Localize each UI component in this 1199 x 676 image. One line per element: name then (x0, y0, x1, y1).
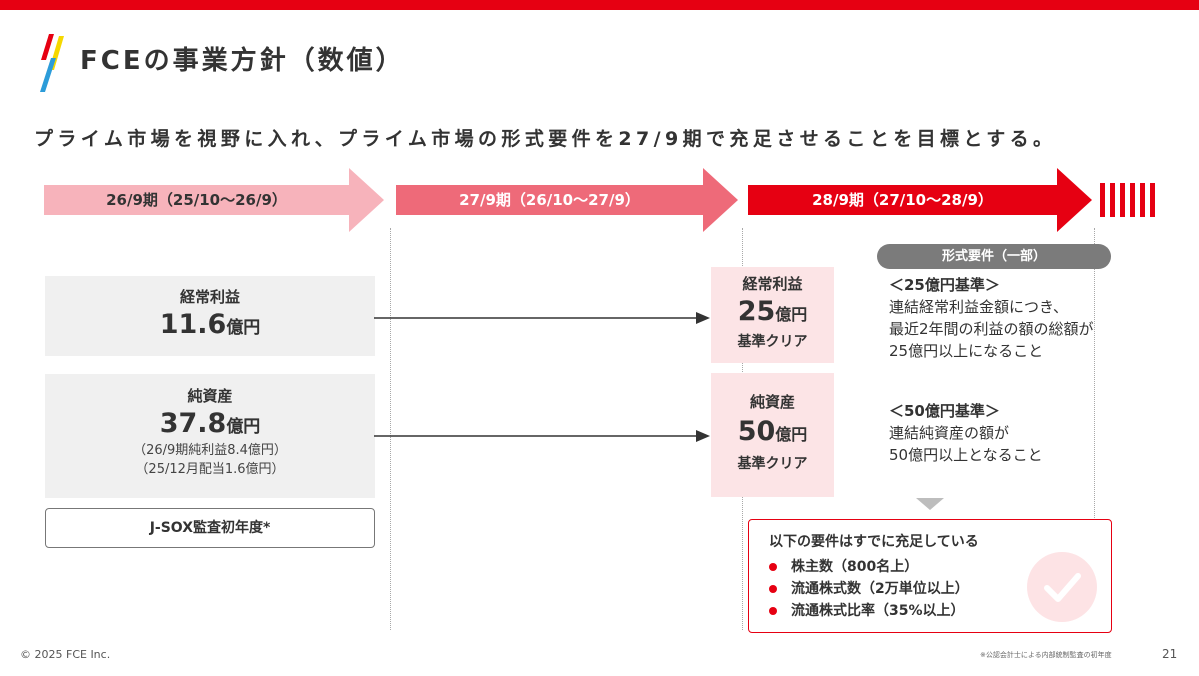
period-label: 27/9期（26/10〜27/9） (459, 191, 640, 209)
satisfied-requirements-box: 以下の要件はすでに充足している 株主数（800名上） 流通株式数（2万単位以上）… (748, 519, 1112, 633)
bullet-icon (769, 585, 777, 593)
down-triangle-icon (916, 498, 944, 510)
list-item: 流通株式比率（35%以上） (769, 600, 969, 622)
period-label: 26/9期（25/10〜26/9） (106, 191, 287, 209)
list-item: 流通株式数（2万単位以上） (769, 578, 969, 600)
stripes-icon (1100, 183, 1158, 221)
period-arrow-26-9: 26/9期（25/10〜26/9） (44, 168, 384, 232)
requirement-line: 25億円以上になること (889, 342, 1044, 360)
requirement-heading: ＜25億円基準＞ (889, 276, 1000, 294)
page-subtitle: プライム市場を視野に入れ、プライム市場の形式要件を27/9期で充足させることを目… (34, 128, 1057, 150)
requirement-line: 50億円以上となること (889, 446, 1043, 464)
profit-requirement: ＜25億円基準＞ 連結経常利益金額につき、 最近2年間の利益の額の総額が 25億… (889, 274, 1094, 362)
target-profit-status: 基準クリア (737, 334, 808, 350)
requirement-line: 連結経常利益金額につき、 (889, 298, 1068, 316)
target-assets-value: 50億円 (737, 416, 808, 447)
period-divider (390, 228, 391, 630)
current-assets-value: 37.8億円 (159, 408, 261, 439)
period-label: 28/9期（27/10〜28/9） (812, 191, 993, 209)
target-assets-panel: 純資産 50億円 基準クリア (711, 373, 834, 497)
assets-note: （25/12月配当1.6億円） (135, 462, 285, 477)
current-assets-label: 純資産 (187, 387, 233, 405)
requirements-pill: 形式要件（一部） (877, 244, 1111, 269)
current-assets-panel: 純資産 37.8億円 （26/9期純利益8.4億円） （25/12月配当1.6億… (45, 374, 375, 498)
copyright: © 2025 FCE Inc. (20, 648, 111, 661)
target-profit-label: 経常利益 (742, 275, 803, 293)
target-profit-value: 25億円 (737, 296, 808, 327)
satisfied-list: 株主数（800名上） 流通株式数（2万単位以上） 流通株式比率（35%以上） (769, 556, 969, 622)
current-profit-panel: 経常利益 11.6億円 (45, 276, 375, 356)
page-number: 21 (1162, 647, 1178, 661)
assets-note: （26/9期純利益8.4億円） (133, 443, 287, 458)
period-divider (1094, 228, 1095, 630)
satisfied-title: 以下の要件はすでに充足している (769, 534, 979, 550)
current-profit-label: 経常利益 (179, 288, 240, 306)
period-arrow-27-9: 27/9期（26/10〜27/9） (396, 168, 738, 232)
requirement-heading: ＜50億円基準＞ (889, 402, 1000, 420)
progress-arrows (374, 312, 710, 442)
target-assets-status: 基準クリア (737, 456, 808, 472)
top-accent-bar (0, 0, 1199, 10)
footnote: ※公認会計士による内部統制監査の初年度 (980, 651, 1112, 659)
target-profit-panel: 経常利益 25億円 基準クリア (711, 267, 834, 363)
bullet-icon (769, 563, 777, 571)
fce-logo-icon (38, 34, 68, 92)
check-icon (1027, 552, 1097, 622)
current-profit-value: 11.6億円 (159, 309, 261, 340)
requirement-line: 最近2年間の利益の額の総額が (889, 320, 1094, 338)
list-item: 株主数（800名上） (769, 556, 969, 578)
target-assets-label: 純資産 (749, 393, 795, 411)
page-title: FCEの事業方針（数値） (80, 46, 405, 76)
requirement-line: 連結純資産の額が (889, 424, 1010, 442)
bullet-icon (769, 607, 777, 615)
assets-requirement: ＜50億円基準＞ 連結純資産の額が 50億円以上となること (889, 400, 1043, 466)
period-arrow-28-9: 28/9期（27/10〜28/9） (748, 168, 1092, 232)
jsox-badge: J-SOX監査初年度* (45, 508, 375, 548)
